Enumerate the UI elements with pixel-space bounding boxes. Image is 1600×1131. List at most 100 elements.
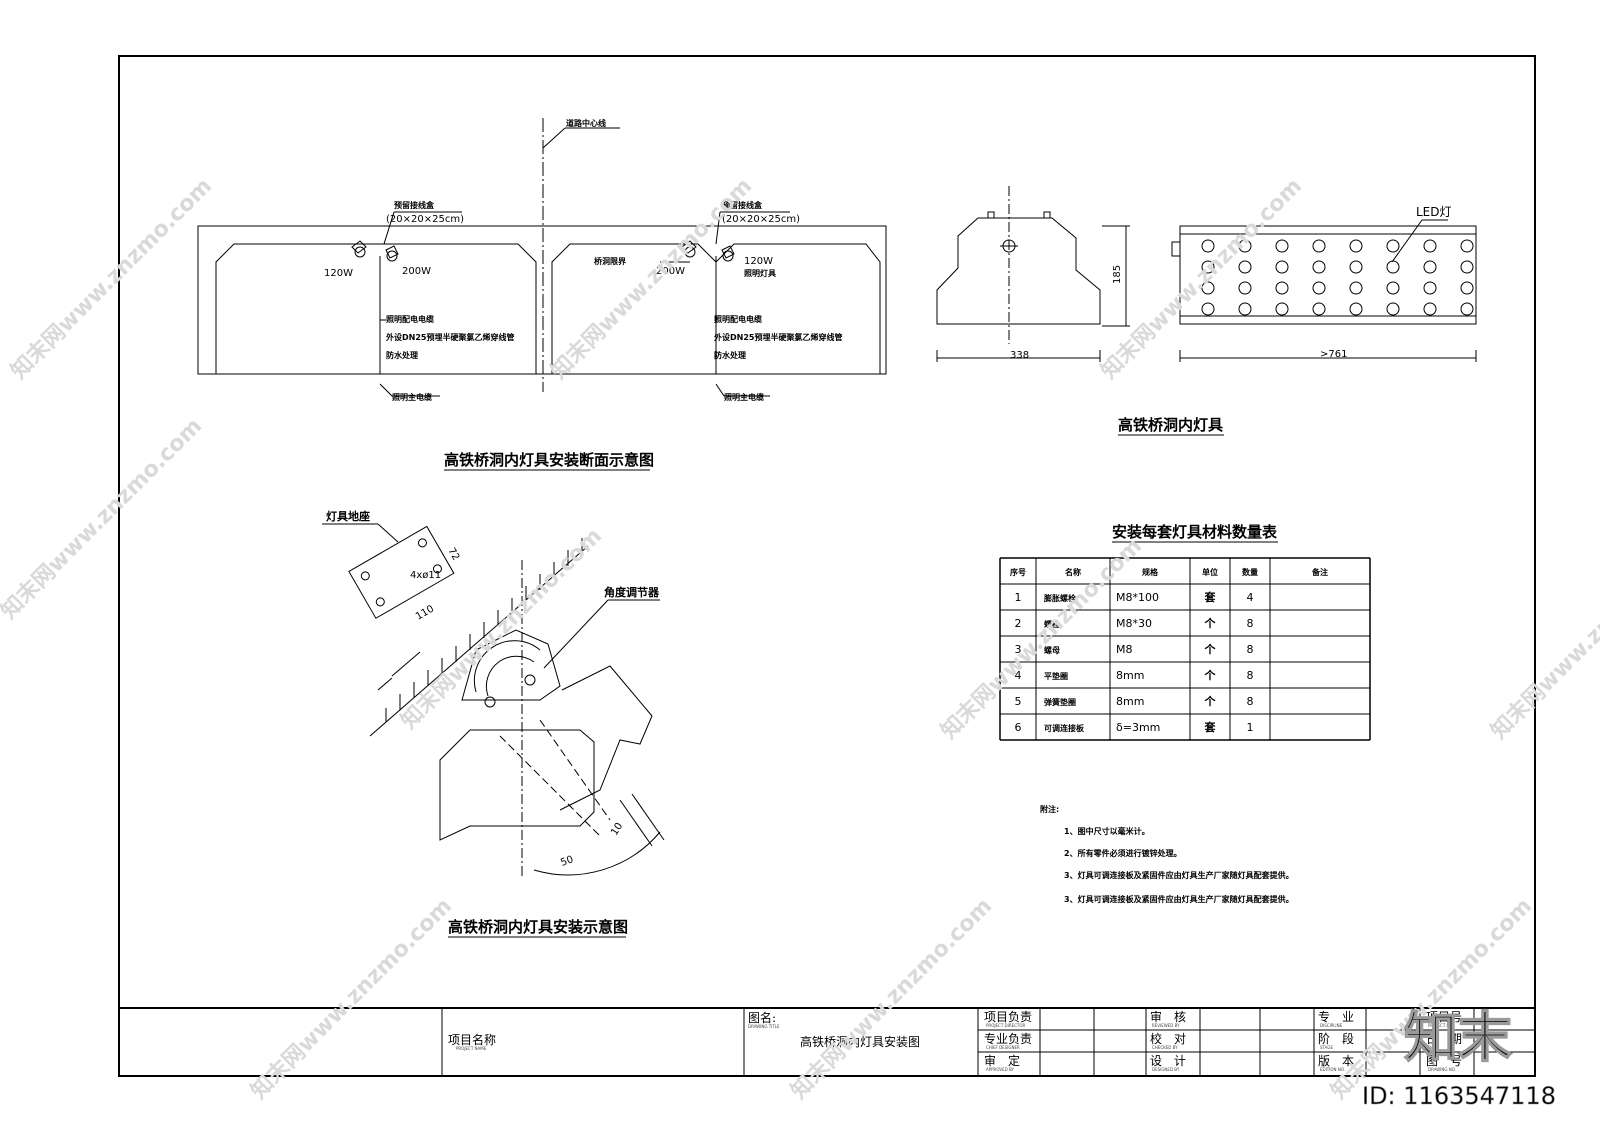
fixture-label: 照明灯具	[744, 268, 776, 278]
drawing-title: 高铁桥洞内灯具安装图	[800, 1034, 920, 1049]
led-dot	[1275, 260, 1289, 274]
pier-label: 桥洞限界	[594, 256, 627, 266]
checked-en: CHECKED BY	[1152, 1045, 1178, 1050]
cable-right-label: 照明配电电缆	[714, 314, 762, 324]
junction-box-left-label: 预留接线盒	[394, 200, 435, 210]
led-dot	[1423, 302, 1437, 316]
led-dot	[1238, 260, 1252, 274]
table-header: 名称	[1065, 567, 1081, 577]
watermark-text: 知末网www.znzmo.com	[1096, 173, 1307, 384]
dim-185: 185	[1112, 265, 1123, 284]
led-dot	[1423, 260, 1437, 274]
power-200w-right: 200W	[656, 266, 685, 277]
project-name-label: 项目名称	[448, 1032, 496, 1047]
led-dot	[1349, 260, 1363, 274]
watermark-text: 知末网www.znzmo.com	[936, 533, 1147, 744]
install-drawing	[322, 523, 665, 876]
led-dot	[1312, 260, 1326, 274]
table-cell: 螺母	[1044, 645, 1060, 655]
table-cell: 1	[1015, 591, 1022, 604]
fixture-labels: 338 185 >761 LED灯 高铁桥洞内灯具	[1010, 205, 1452, 436]
watermark-text: 知末网www.znzmo.com	[246, 893, 457, 1104]
date-label: 日 期	[1426, 1032, 1462, 1046]
install-labels: 灯具地座 4xø11 72 110 角度调节器 10 50 高铁桥洞内灯具安装示…	[326, 509, 660, 938]
road-center-label: 道路中心线	[566, 118, 606, 128]
cable-left-label: 照明配电电缆	[386, 314, 434, 324]
led-dot	[1349, 281, 1363, 295]
led-dot	[1386, 260, 1400, 274]
power-200w-left: 200W	[402, 266, 431, 277]
chief-label: 专业负责	[984, 1031, 1032, 1046]
dim-50: 50	[559, 854, 575, 869]
edition-label: 版 本	[1318, 1054, 1354, 1068]
note-1: 1、图中尺寸以毫米计。	[1064, 826, 1150, 836]
section-drawing	[197, 118, 887, 397]
led-label: LED灯	[1416, 205, 1452, 219]
director-en: PROJECT DIRECTOR	[986, 1023, 1026, 1028]
led-dot	[1349, 239, 1363, 253]
table-header: 备注	[1311, 567, 1328, 577]
table-header: 规格	[1142, 567, 1159, 577]
watermark-text: 知末网www.znzmo.com	[6, 173, 217, 384]
project-no-label: 项目号	[1426, 1010, 1462, 1024]
watermark-text: 知末网www.znzmo.com	[1326, 893, 1537, 1104]
led-dot	[1238, 239, 1252, 253]
table-cell: 4	[1247, 591, 1254, 604]
led-dot	[1386, 302, 1400, 316]
base-label: 灯具地座	[326, 509, 370, 523]
main-cable-right-label: 照明主电缆	[724, 392, 764, 402]
led-dot	[1460, 302, 1474, 316]
table-cell: M8	[1116, 643, 1133, 656]
conduit-right-label: 外设DN25预埋半硬聚氯乙烯穿线管	[714, 332, 842, 342]
watermark-logo: 知末	[1404, 1006, 1512, 1069]
table-cell: 螺栓	[1044, 619, 1060, 629]
waterproof-right-label: 防水处理	[714, 350, 746, 360]
table-cell: 8	[1247, 617, 1254, 630]
approved-label: 审 定	[984, 1053, 1020, 1068]
junction-box-right-label: 预留接线盒	[722, 200, 763, 210]
materials-title: 安装每套灯具材料数量表	[1112, 523, 1278, 541]
table-cell: 套	[1205, 720, 1217, 734]
led-dot	[1275, 302, 1289, 316]
note-2: 2、所有零件必须进行镀锌处理。	[1064, 848, 1182, 858]
note-3: 3、灯具可调连接板及紧固件应由灯具生产厂家随灯具配套提供。	[1064, 870, 1294, 880]
fixture-views	[936, 186, 1477, 362]
table-cell: 个	[1204, 616, 1217, 630]
led-dot	[1460, 260, 1474, 274]
led-dot	[1275, 281, 1289, 295]
led-dot	[1201, 239, 1215, 253]
edition-en: EDITION NO.	[1320, 1067, 1345, 1072]
notes-title: 附注:	[1040, 804, 1059, 814]
led-grid	[1201, 239, 1474, 316]
power-120w-left: 120W	[324, 268, 353, 279]
drawing-name-label: 图名:	[748, 1010, 776, 1025]
chief-en: CHIEF DESIGNER	[986, 1045, 1020, 1050]
led-dot	[1460, 281, 1474, 295]
table-cell: 8	[1247, 695, 1254, 708]
table-cell: 平垫圈	[1044, 671, 1068, 681]
notes: 附注: 1、图中尺寸以毫米计。 2、所有零件必须进行镀锌处理。 3、灯具可调连接…	[1040, 804, 1294, 904]
reviewed-label: 审 核	[1150, 1009, 1186, 1024]
table-cell: 2	[1015, 617, 1022, 630]
dim-338: 338	[1010, 350, 1029, 361]
table-header: 单位	[1202, 567, 1218, 577]
conduit-left-label: 外设DN25预埋半硬聚氯乙烯穿线管	[386, 332, 514, 342]
designed-label: 设 计	[1150, 1054, 1186, 1068]
checked-label: 校 对	[1150, 1031, 1186, 1046]
table-cell: 膨胀螺栓	[1043, 593, 1076, 603]
approved-en: APPROVED BY	[986, 1067, 1015, 1072]
table-cell: 3	[1015, 643, 1022, 656]
led-dot	[1275, 239, 1289, 253]
table-cell: 1	[1247, 721, 1254, 734]
table-cell: 4	[1015, 669, 1022, 682]
table-cell: 6	[1015, 721, 1022, 734]
led-dot	[1312, 281, 1326, 295]
section-caption: 高铁桥洞内灯具安装断面示意图	[444, 451, 654, 469]
table-cell: 个	[1204, 694, 1217, 708]
title-block	[119, 1007, 1535, 1076]
title-block-labels: 项目名称 PROJECT NAME 图名: DRAWING TITLE 高铁桥洞…	[448, 1009, 1462, 1072]
led-dot	[1238, 281, 1252, 295]
reviewed-en: REVIEWED BY	[1152, 1023, 1180, 1028]
section-labels: 道路中心线 预留接线盒 (20×20×25cm) 预留接线盒 (20×20×25…	[324, 118, 842, 471]
table-cell: 个	[1204, 642, 1217, 656]
